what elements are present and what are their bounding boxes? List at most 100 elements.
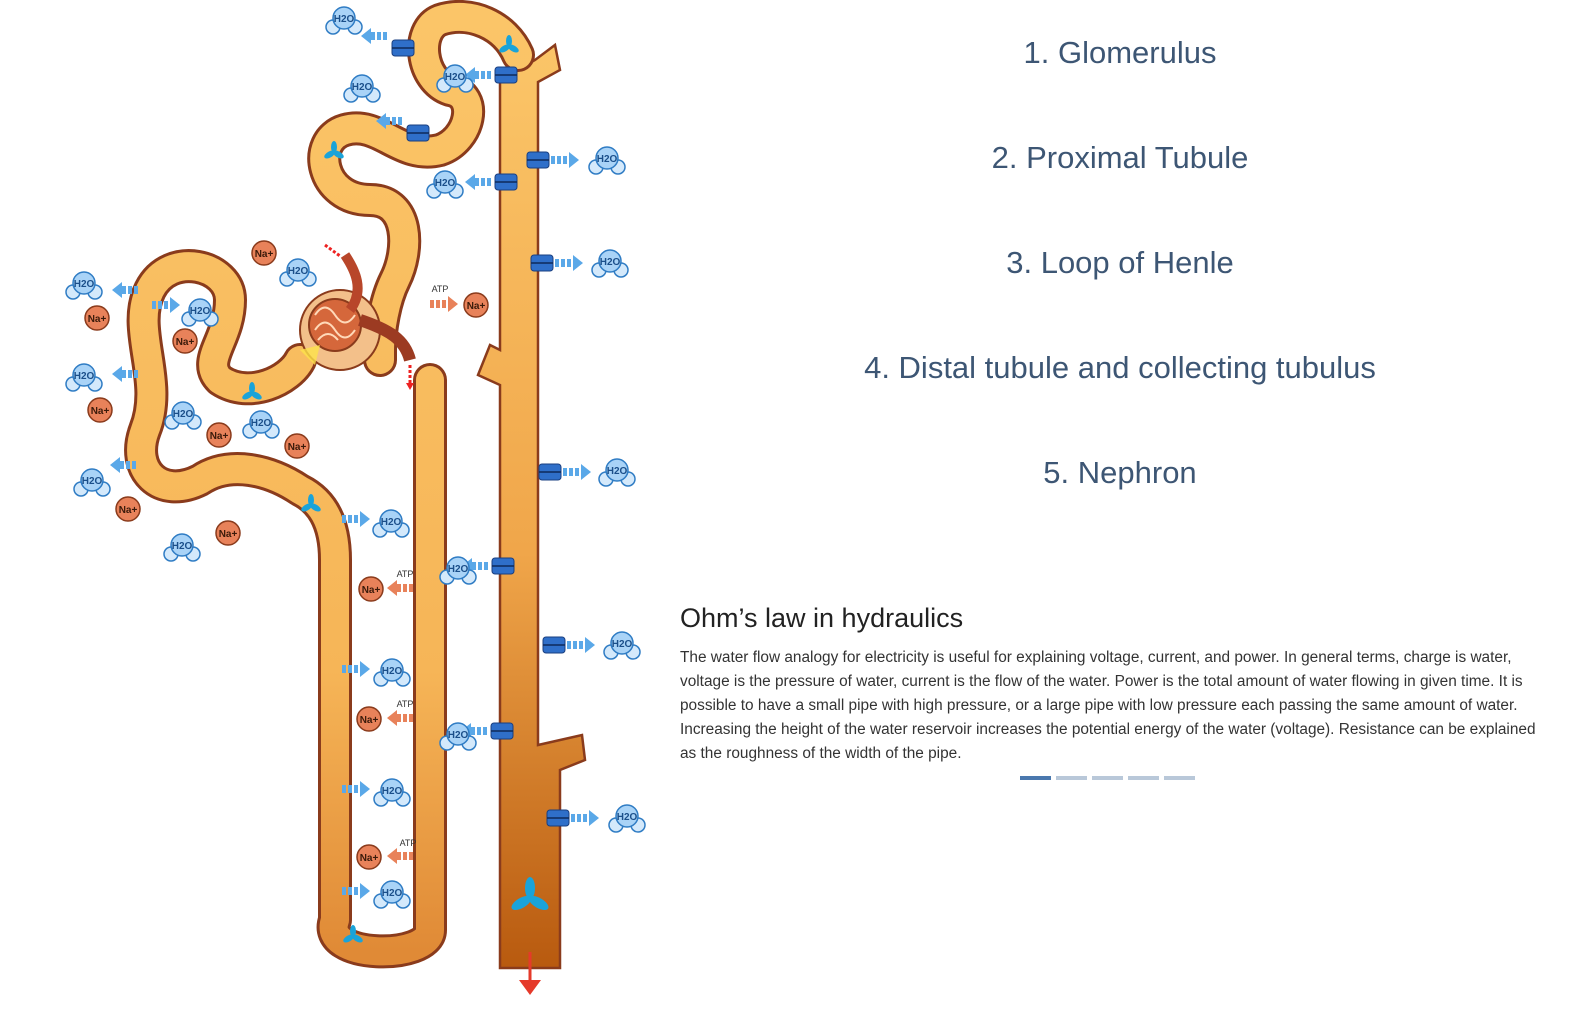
pager — [1020, 776, 1195, 780]
water-molecule-icon: H2O — [439, 556, 477, 585]
topic-nephron[interactable]: 5. Nephron — [1043, 455, 1197, 490]
sodium-ion-icon: Na+ — [358, 576, 384, 602]
sodium-ion-icon: Na+ — [251, 240, 277, 266]
sodium-ion-icon: Na+ — [215, 520, 241, 546]
sodium-ion-icon: Na+ — [356, 706, 382, 732]
aquaporin-channel-icon — [526, 151, 550, 169]
pager-dot-1[interactable] — [1020, 776, 1051, 780]
water-molecule-icon: H2O — [436, 64, 474, 93]
info-text: The water flow analogy for electricity i… — [680, 649, 1536, 762]
water-molecule-icon: H2O — [373, 658, 411, 687]
sodium-label: Na+ — [362, 585, 381, 596]
flow-arrow-icon — [387, 848, 413, 864]
water-molecule-icon: H2O — [372, 509, 410, 538]
water-molecule-icon: H2O — [163, 533, 201, 562]
info-title: Ohm’s law in hydraulics — [680, 603, 964, 633]
water-label: H2O — [251, 418, 272, 429]
atp-label: ATP — [432, 284, 449, 294]
flow-arrow-icon — [342, 781, 370, 797]
sodium-label: Na+ — [91, 406, 110, 417]
topic-proximal-tubule[interactable]: 2. Proximal Tubule — [991, 140, 1249, 175]
water-molecule-icon: H2O — [373, 880, 411, 909]
water-label: H2O — [288, 266, 309, 277]
water-label: H2O — [352, 82, 373, 93]
nephron-tubule — [124, 0, 535, 969]
aquaporin-channel-icon — [494, 66, 518, 84]
sodium-label: Na+ — [88, 314, 107, 325]
water-molecule-icon: H2O — [588, 146, 626, 175]
aquaporin-protein-icon — [343, 925, 363, 943]
pager-dot-5[interactable] — [1164, 776, 1195, 780]
nephron-diagram: H2O H2O H2O H2O H2O H2O H2O H2O H2O H2O H2O H2O H2O H… — [65, 0, 646, 995]
aquaporin-protein-icon — [242, 382, 262, 400]
topic-loop-of-henle[interactable]: 3. Loop of Henle — [1006, 245, 1234, 280]
water-label: H2O — [448, 730, 469, 741]
aquaporin-channel-icon — [546, 809, 570, 827]
flow-arrow-icon — [110, 457, 136, 473]
sodium-ion-icon: Na+ — [172, 328, 198, 354]
flow-arrow-icon — [430, 296, 458, 312]
sodium-label: Na+ — [210, 431, 229, 442]
water-label: H2O — [617, 812, 638, 823]
water-molecule-icon: H2O — [603, 631, 641, 660]
water-molecule-icon: H2O — [598, 458, 636, 487]
atp-label: ATP — [397, 569, 414, 579]
water-molecule-icon: H2O — [608, 804, 646, 833]
water-label: H2O — [600, 257, 621, 268]
aquaporin-channel-icon — [542, 636, 566, 654]
sodium-ion-icon: Na+ — [356, 844, 382, 870]
flow-arrow-icon — [387, 580, 413, 596]
sodium-ion-icon: Na+ — [115, 496, 141, 522]
water-molecule-icon: H2O — [242, 410, 280, 439]
water-label: H2O — [607, 466, 628, 477]
flow-arrow-icon — [342, 661, 370, 677]
water-label: H2O — [597, 154, 618, 165]
water-label: H2O — [74, 279, 95, 290]
sodium-ion-icon: Na+ — [84, 305, 110, 331]
transport-molecules: H2O H2O H2O H2O H2O H2O H2O H2O H2O H2O H2O H2O H2O H… — [65, 6, 646, 943]
water-label: H2O — [82, 476, 103, 487]
aquaporin-protein-icon — [301, 494, 321, 512]
sodium-ion-icon: Na+ — [87, 397, 113, 423]
flow-arrow-icon — [465, 67, 491, 83]
water-molecule-icon: H2O — [65, 363, 103, 392]
water-label: H2O — [612, 639, 633, 650]
water-label: H2O — [190, 306, 211, 317]
water-label: H2O — [435, 178, 456, 189]
water-label: H2O — [382, 666, 403, 677]
flow-arrow-icon — [152, 297, 180, 313]
water-label: H2O — [448, 564, 469, 575]
flow-arrow-icon — [387, 710, 413, 726]
sodium-ion-icon: Na+ — [463, 292, 489, 318]
sodium-label: Na+ — [219, 529, 238, 540]
water-label: H2O — [382, 888, 403, 899]
water-label: H2O — [445, 72, 466, 83]
water-molecule-icon: H2O — [439, 722, 477, 751]
collecting-duct — [476, 42, 587, 970]
aquaporin-channel-icon — [490, 722, 514, 740]
sodium-label: Na+ — [360, 715, 379, 726]
pager-dot-2[interactable] — [1056, 776, 1087, 780]
flow-arrow-icon — [563, 464, 591, 480]
water-molecule-icon: H2O — [65, 271, 103, 300]
aquaporin-channel-icon — [494, 173, 518, 191]
flow-arrow-icon — [376, 113, 402, 129]
flow-arrow-icon — [555, 255, 583, 271]
atp-label: ATP — [397, 699, 414, 709]
pager-dot-3[interactable] — [1092, 776, 1123, 780]
water-molecule-icon: H2O — [181, 298, 219, 327]
flow-arrow-icon — [571, 810, 599, 826]
water-molecule-icon: H2O — [426, 170, 464, 199]
topic-distal-tubule[interactable]: 4. Distal tubule and collecting tubulus — [864, 350, 1376, 385]
aquaporin-large-icon — [511, 877, 549, 910]
flow-arrow-icon — [112, 282, 138, 298]
flow-arrow-icon — [551, 152, 579, 168]
glomerulus-capillary — [299, 243, 416, 390]
pager-dot-4[interactable] — [1128, 776, 1159, 780]
urine-outflow-arrow — [519, 952, 541, 995]
flow-arrow-icon — [361, 28, 387, 44]
topic-glomerulus[interactable]: 1. Glomerulus — [1023, 35, 1217, 70]
water-label: H2O — [173, 409, 194, 420]
aquaporin-protein-icon — [324, 141, 344, 159]
water-label: H2O — [381, 517, 402, 528]
